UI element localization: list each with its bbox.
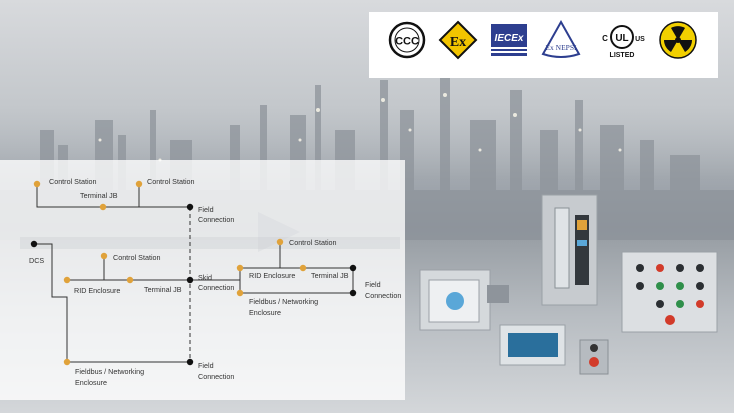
node-control-station-1 (33, 180, 41, 188)
label-field-connection-1-b: Connection (198, 215, 235, 224)
label-terminal-jb-3: Terminal JB (311, 271, 349, 280)
label-control-station-1: Control Station (49, 177, 97, 186)
ccc-mark-icon: CCC (388, 21, 426, 59)
node-fieldbus-2 (236, 289, 244, 297)
node-control-station-4 (276, 238, 284, 246)
label-field-connection-2-a: Field (365, 280, 381, 289)
radiation-mark-icon (659, 21, 697, 59)
svg-text:Ex: Ex (450, 35, 466, 50)
label-field-connection-3-a: Field (198, 361, 214, 370)
svg-text:LISTED: LISTED (610, 52, 635, 59)
ex-mark-icon: Ex (438, 20, 478, 60)
equipment-cluster-image (419, 194, 718, 375)
svg-text:Ex NEPSI: Ex NEPSI (545, 43, 577, 52)
node-fieldbus-1 (63, 358, 71, 366)
node-rid-enclosure-2 (236, 264, 244, 272)
label-terminal-jb-1: Terminal JB (80, 191, 118, 200)
label-field-connection-3-b: Connection (198, 372, 235, 381)
node-control-station-2 (135, 180, 143, 188)
node-control-station-3 (100, 252, 108, 260)
node-field-connection-3 (186, 358, 194, 366)
svg-text:UL: UL (615, 33, 628, 44)
node-rid-enclosure-1 (63, 276, 71, 284)
svg-text:US: US (635, 36, 645, 43)
node-field-connection-2a (349, 264, 357, 272)
label-dcs: DCS (29, 256, 45, 265)
label-rid-enclosure-2: RID Enclosure (249, 271, 296, 280)
node-field-connection-1 (186, 203, 194, 211)
label-fieldbus-2-a: Fieldbus / Networking (249, 297, 319, 306)
node-field-connection-2b (349, 289, 357, 297)
svg-text:CCC: CCC (395, 36, 419, 48)
ul-listed-mark-icon: UL C US LISTED (602, 25, 645, 59)
label-terminal-jb-2: Terminal JB (144, 285, 182, 294)
iecex-mark-icon: IECEx (491, 24, 527, 56)
node-skid-connection (186, 276, 194, 284)
node-terminal-jb-3 (299, 264, 307, 272)
node-terminal-jb-1 (99, 203, 107, 211)
node-terminal-jb-2 (126, 276, 134, 284)
label-rid-enclosure-1: RID Enclosure (74, 286, 121, 295)
label-skid-connection-b: Connection (198, 283, 235, 292)
node-dcs (30, 240, 38, 248)
svg-text:C: C (602, 34, 608, 43)
svg-text:IECEx: IECEx (495, 33, 524, 44)
label-control-station-4: Control Station (289, 238, 337, 247)
nepsi-mark-icon: Ex NEPSI (541, 20, 581, 58)
label-field-connection-2-b: Connection (365, 291, 402, 300)
label-fieldbus-1-a: Fieldbus / Networking (75, 367, 145, 376)
label-control-station-3: Control Station (113, 253, 161, 262)
label-fieldbus-1-b: Enclosure (75, 378, 107, 387)
label-skid-connection-a: Skid (198, 273, 212, 282)
label-fieldbus-2-b: Enclosure (249, 308, 281, 317)
label-field-connection-1-a: Field (198, 205, 214, 214)
label-control-station-2: Control Station (147, 177, 195, 186)
certification-bar (369, 12, 718, 78)
